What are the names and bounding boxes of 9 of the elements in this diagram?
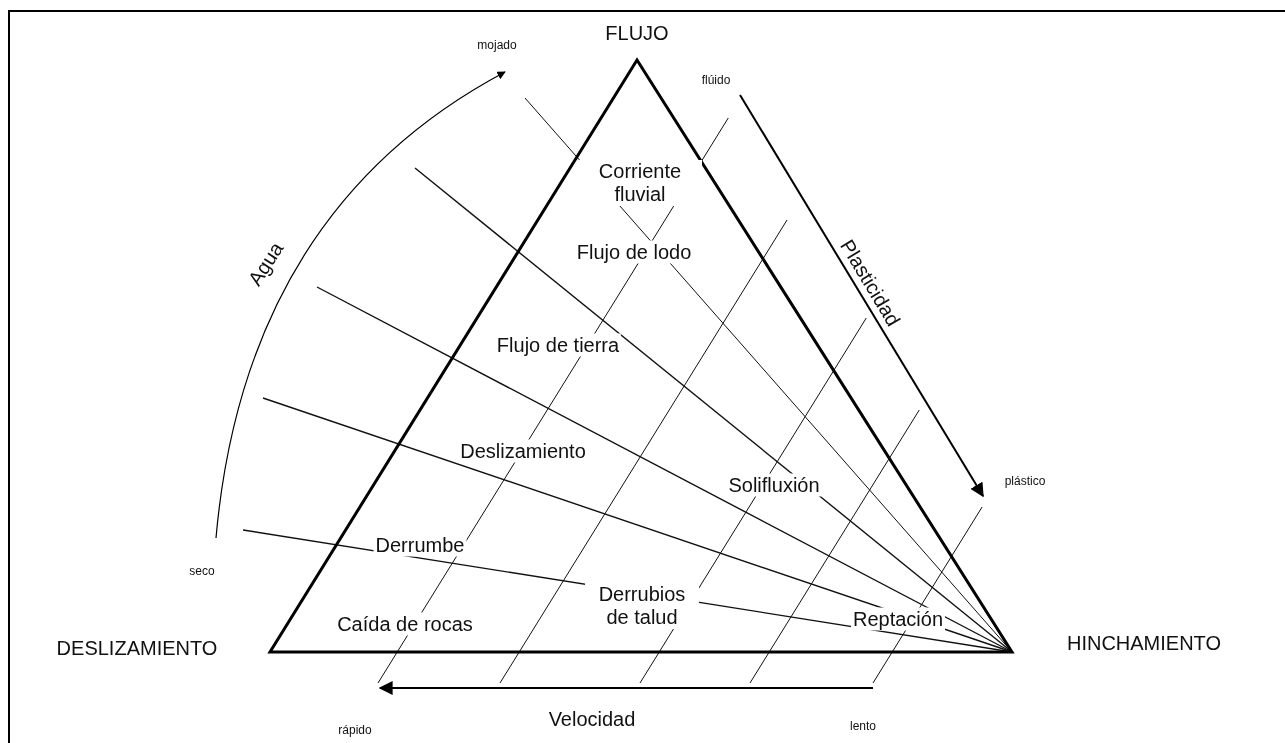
region-label: Solifluxión: [726, 473, 822, 497]
region-label: Derrubios de talud: [585, 583, 699, 629]
scale-end-label: mojado: [475, 39, 519, 53]
region-label: Deslizamiento: [458, 439, 588, 463]
region-label: Reptación: [850, 607, 946, 631]
scale-end-label: rápido: [336, 724, 374, 738]
scale-end-label: plástico: [1002, 475, 1048, 489]
region-label: Corriente fluvial: [578, 160, 702, 206]
region-label: Caída de rocas: [335, 612, 475, 636]
